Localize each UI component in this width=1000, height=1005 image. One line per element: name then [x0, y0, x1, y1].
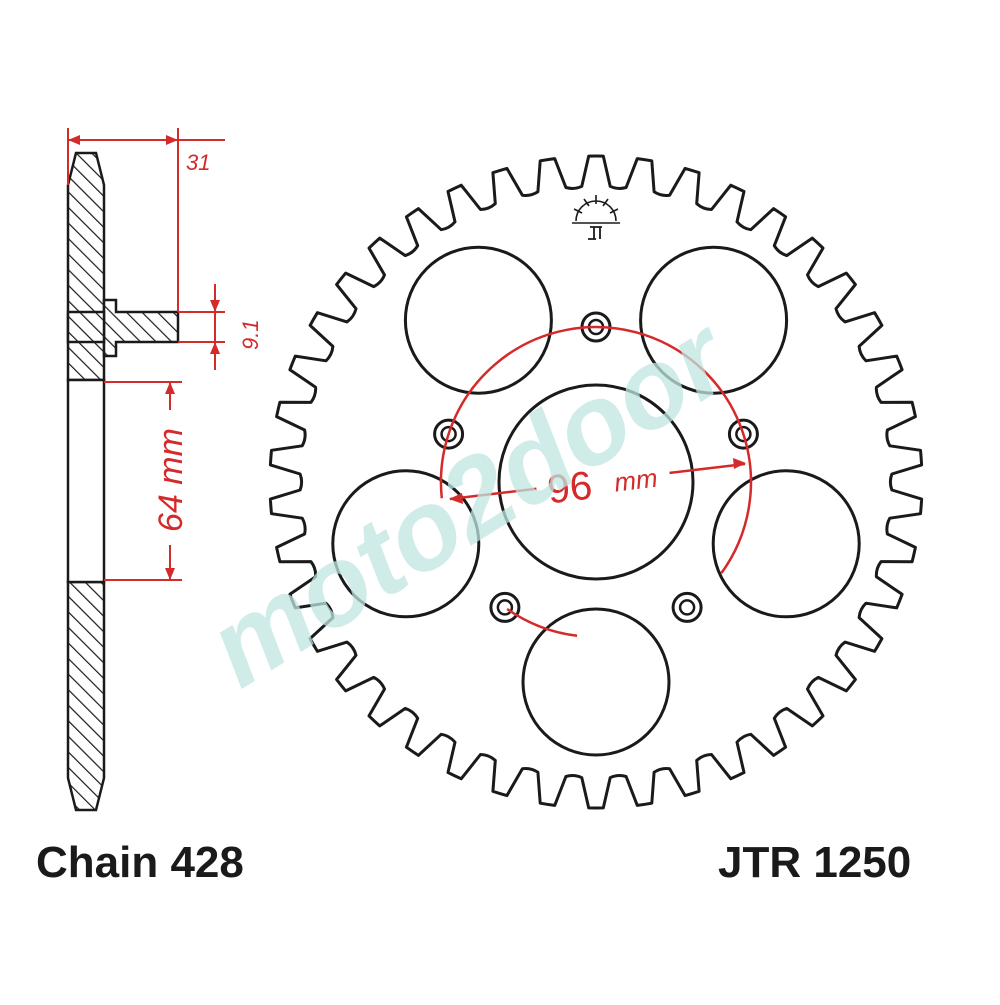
- bolt-hole: [489, 591, 521, 623]
- profile-bore-section: [66, 378, 106, 584]
- pcd-arc-tail: [506, 607, 578, 638]
- pcd-arc: [439, 325, 753, 574]
- bolt-hole: [671, 591, 703, 623]
- pcd-arrow-left: [449, 493, 463, 504]
- lightening-hole: [403, 245, 553, 395]
- offset-dimension-label: 31: [186, 150, 210, 175]
- profile-lower-plate: [66, 580, 106, 812]
- lightening-hole: [331, 469, 481, 619]
- center-bore-label: 64 mm: [152, 428, 190, 532]
- lightening-holes: [331, 245, 861, 757]
- part-number-label: JTR 1250: [718, 838, 912, 887]
- pcd-unit-label: mm: [613, 463, 660, 498]
- jt-sprocket-logo-icon: [572, 195, 620, 240]
- dimension-lines: [67, 128, 225, 581]
- pcd-value-label: 96: [545, 463, 594, 512]
- profile-bolt-section: [66, 310, 106, 344]
- chain-size-label: Chain 428: [36, 838, 244, 887]
- lightening-hole: [521, 607, 671, 757]
- pcd-arrow-right: [733, 458, 746, 469]
- profile-upper-plate: [66, 151, 106, 382]
- hub-thickness-label: 9.1: [238, 319, 263, 350]
- side-profile-view: [66, 151, 180, 812]
- lightening-hole: [639, 245, 789, 395]
- lightening-hole: [711, 469, 861, 619]
- profile-hub-boss: [102, 298, 180, 358]
- bolt-holes: [433, 311, 759, 623]
